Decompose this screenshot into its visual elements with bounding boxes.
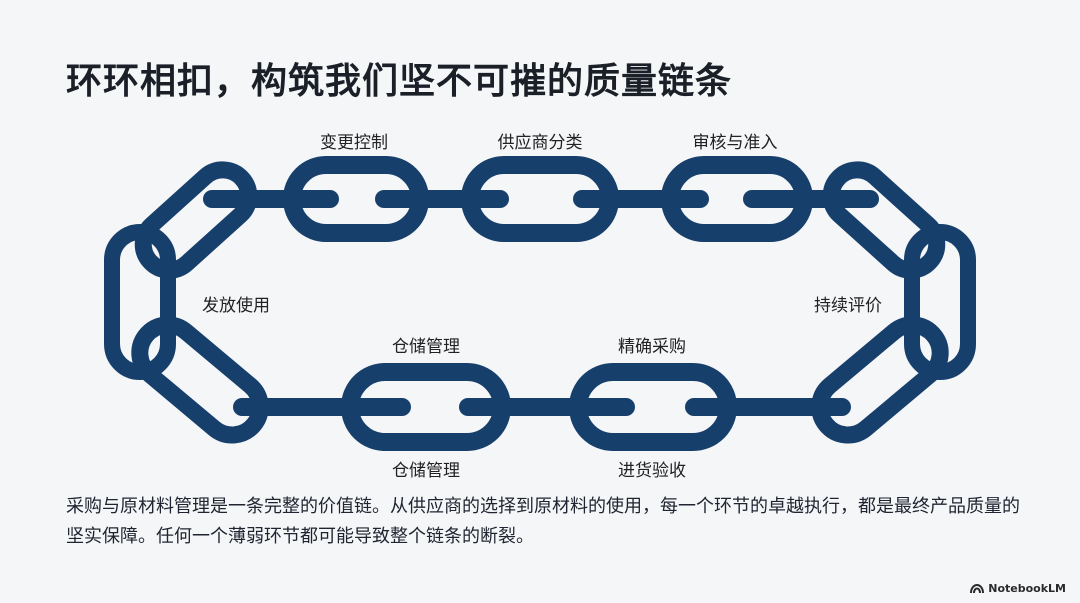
stage-label-issue-and-use: 发放使用 xyxy=(202,291,270,316)
notebooklm-logo-icon xyxy=(970,584,984,594)
stage-label-change-control: 变更控制 xyxy=(320,128,388,153)
stage-label-warehouse-management-bottom: 仓储管理 xyxy=(392,456,460,481)
chain-link-corner-top-right xyxy=(821,159,948,281)
stage-label-audit-and-access: 审核与准入 xyxy=(693,128,778,153)
chain-link-corner-bottom-left xyxy=(128,314,271,447)
brand-watermark: NotebookLM xyxy=(970,582,1066,595)
chain-link-corner-top-left xyxy=(133,159,260,281)
stage-label-supplier-classification: 供应商分类 xyxy=(498,128,583,153)
chain-link-corner-bottom-right xyxy=(808,314,951,447)
stage-label-warehouse-management-top: 仓储管理 xyxy=(392,332,460,357)
stage-label-precise-procurement: 精确采购 xyxy=(618,332,686,357)
stage-label-continuous-evaluation: 持续评价 xyxy=(814,291,882,316)
stage-label-incoming-inspection: 进货验收 xyxy=(618,456,686,481)
brand-name: NotebookLM xyxy=(988,582,1066,595)
description-text: 采购与原材料管理是一条完整的价值链。从供应商的选择到原材料的使用，每一个环节的卓… xyxy=(66,492,1026,552)
